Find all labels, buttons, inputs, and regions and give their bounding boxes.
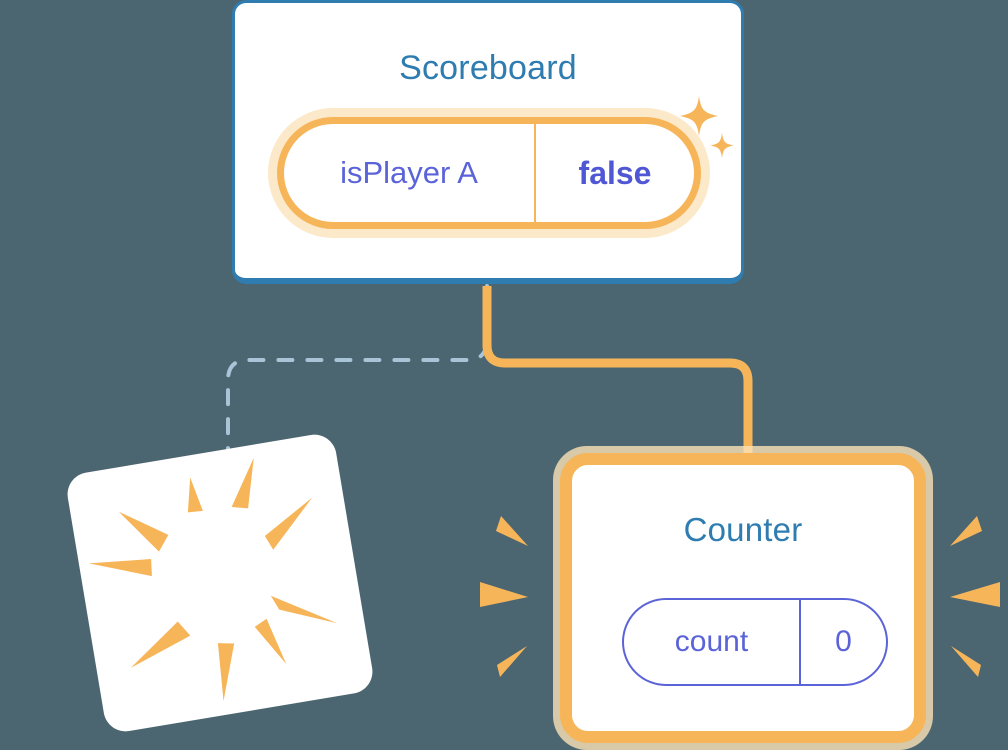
ray-icon [118,511,169,552]
node-card-counter[interactable]: Counter count 0 [553,446,933,750]
counter-ray-group-right [950,516,1000,677]
sparkle-icon [710,133,734,158]
counter-state-pill[interactable]: count 0 [622,598,888,686]
sparkle-icon [680,96,718,136]
scoreboard-state-pill[interactable]: isPlayer A false [268,108,710,238]
ray-icon [130,621,191,668]
connector-scoreboard-to-counter [482,286,753,462]
ray-icon [88,559,152,577]
ray-icon [270,595,338,624]
burst-ray-group [88,457,338,702]
counter-card-body[interactable]: Counter count 0 [560,453,926,743]
sparkle-group [680,96,734,158]
ray-icon [231,457,254,509]
ray-icon [217,643,235,702]
pill-key-label: isPlayer A [340,155,478,190]
scoreboard-title: Scoreboard [399,49,577,87]
node-card-burst[interactable] [64,431,376,735]
node-card-scoreboard[interactable]: Scoreboard isPlayer A false [232,0,744,284]
pill-divider [534,124,536,222]
counter-title: Counter [683,511,803,548]
ray-icon [497,646,527,677]
ray-icon [187,477,203,513]
ray-icon [254,618,287,665]
ray-icon [950,582,1000,607]
ray-icon [264,497,313,550]
pill-body[interactable]: isPlayer A false [277,117,701,229]
ray-icon [950,516,982,546]
pill-key-label: count [674,625,749,658]
ray-icon [951,646,981,677]
ray-icon [480,582,528,607]
pill-divider [799,600,801,684]
ray-icon [496,516,528,546]
counter-ray-group-left [480,516,528,677]
pill-value-label: 0 [835,625,852,658]
pill-value-label: false [578,154,652,191]
